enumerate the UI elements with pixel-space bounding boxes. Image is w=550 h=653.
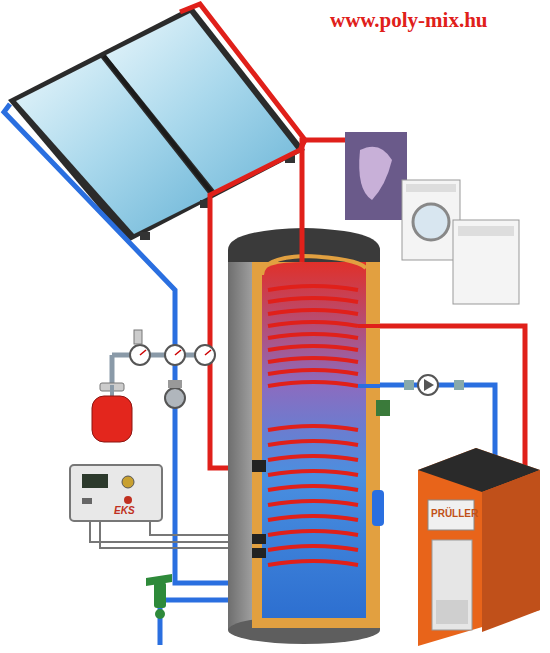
hot-water-pipe <box>302 140 348 262</box>
solar-collector <box>8 6 305 242</box>
boiler-brand: PRÜLLER <box>431 508 478 519</box>
storage-tank <box>228 228 380 644</box>
sensor-sleeve <box>252 548 266 558</box>
solar-controller <box>70 465 162 521</box>
sensor-sleeve <box>252 460 266 472</box>
consumers <box>345 132 519 304</box>
pump-arrow <box>424 379 434 391</box>
sensor-sleeve <box>252 534 266 544</box>
flange <box>372 490 384 526</box>
heat-exchanger-coils <box>268 286 380 565</box>
valve <box>454 380 464 390</box>
boiler <box>418 448 540 646</box>
website-watermark: www.poly-mix.hu <box>330 8 488 33</box>
valve <box>404 380 414 390</box>
expansion-vessel <box>92 385 132 442</box>
controller-brand: EKS <box>114 505 135 516</box>
circulation-pump <box>418 375 438 395</box>
electric-heater <box>376 400 390 416</box>
boiler-pipes <box>380 326 525 470</box>
